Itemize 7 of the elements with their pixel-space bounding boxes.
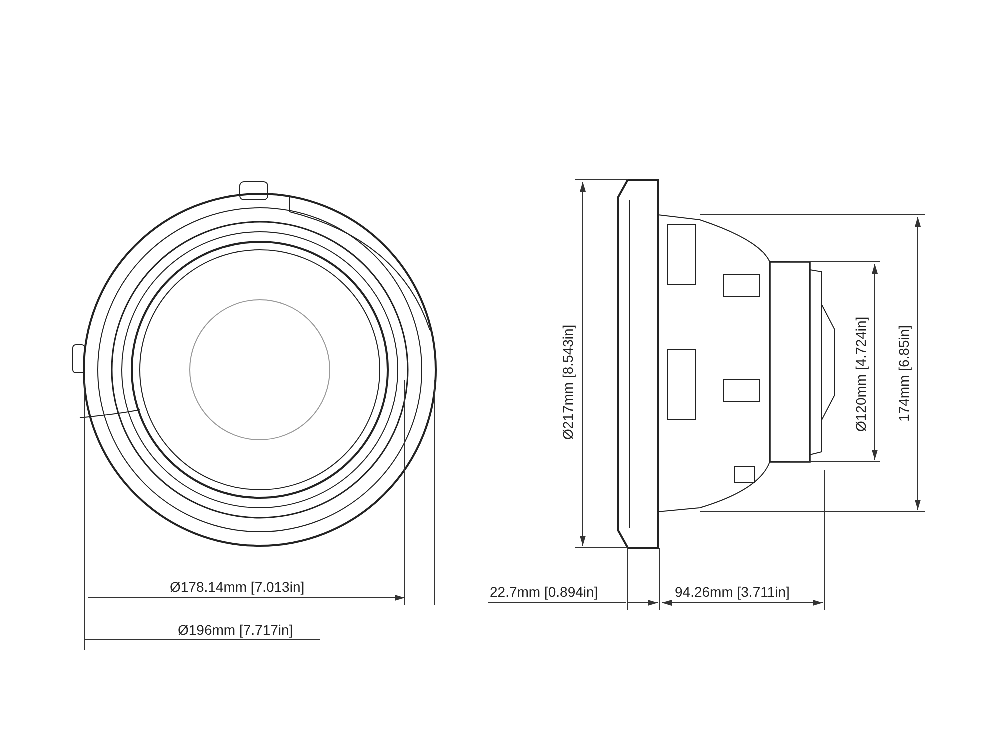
dimension-label: Ø196mm [7.717in]: [178, 622, 294, 638]
dimension-label: Ø178.14mm [7.013in]: [170, 579, 305, 595]
dimension-label: Ø217mm [8.543in]: [560, 324, 576, 440]
dimension-label: 94.26mm [3.711in]: [675, 584, 790, 600]
dimension-label: 174mm [6.85in]: [896, 326, 912, 422]
dimension-label: Ø120mm [4.724in]: [853, 316, 869, 432]
dimension-label: 22.7mm [0.894in]: [490, 584, 598, 600]
